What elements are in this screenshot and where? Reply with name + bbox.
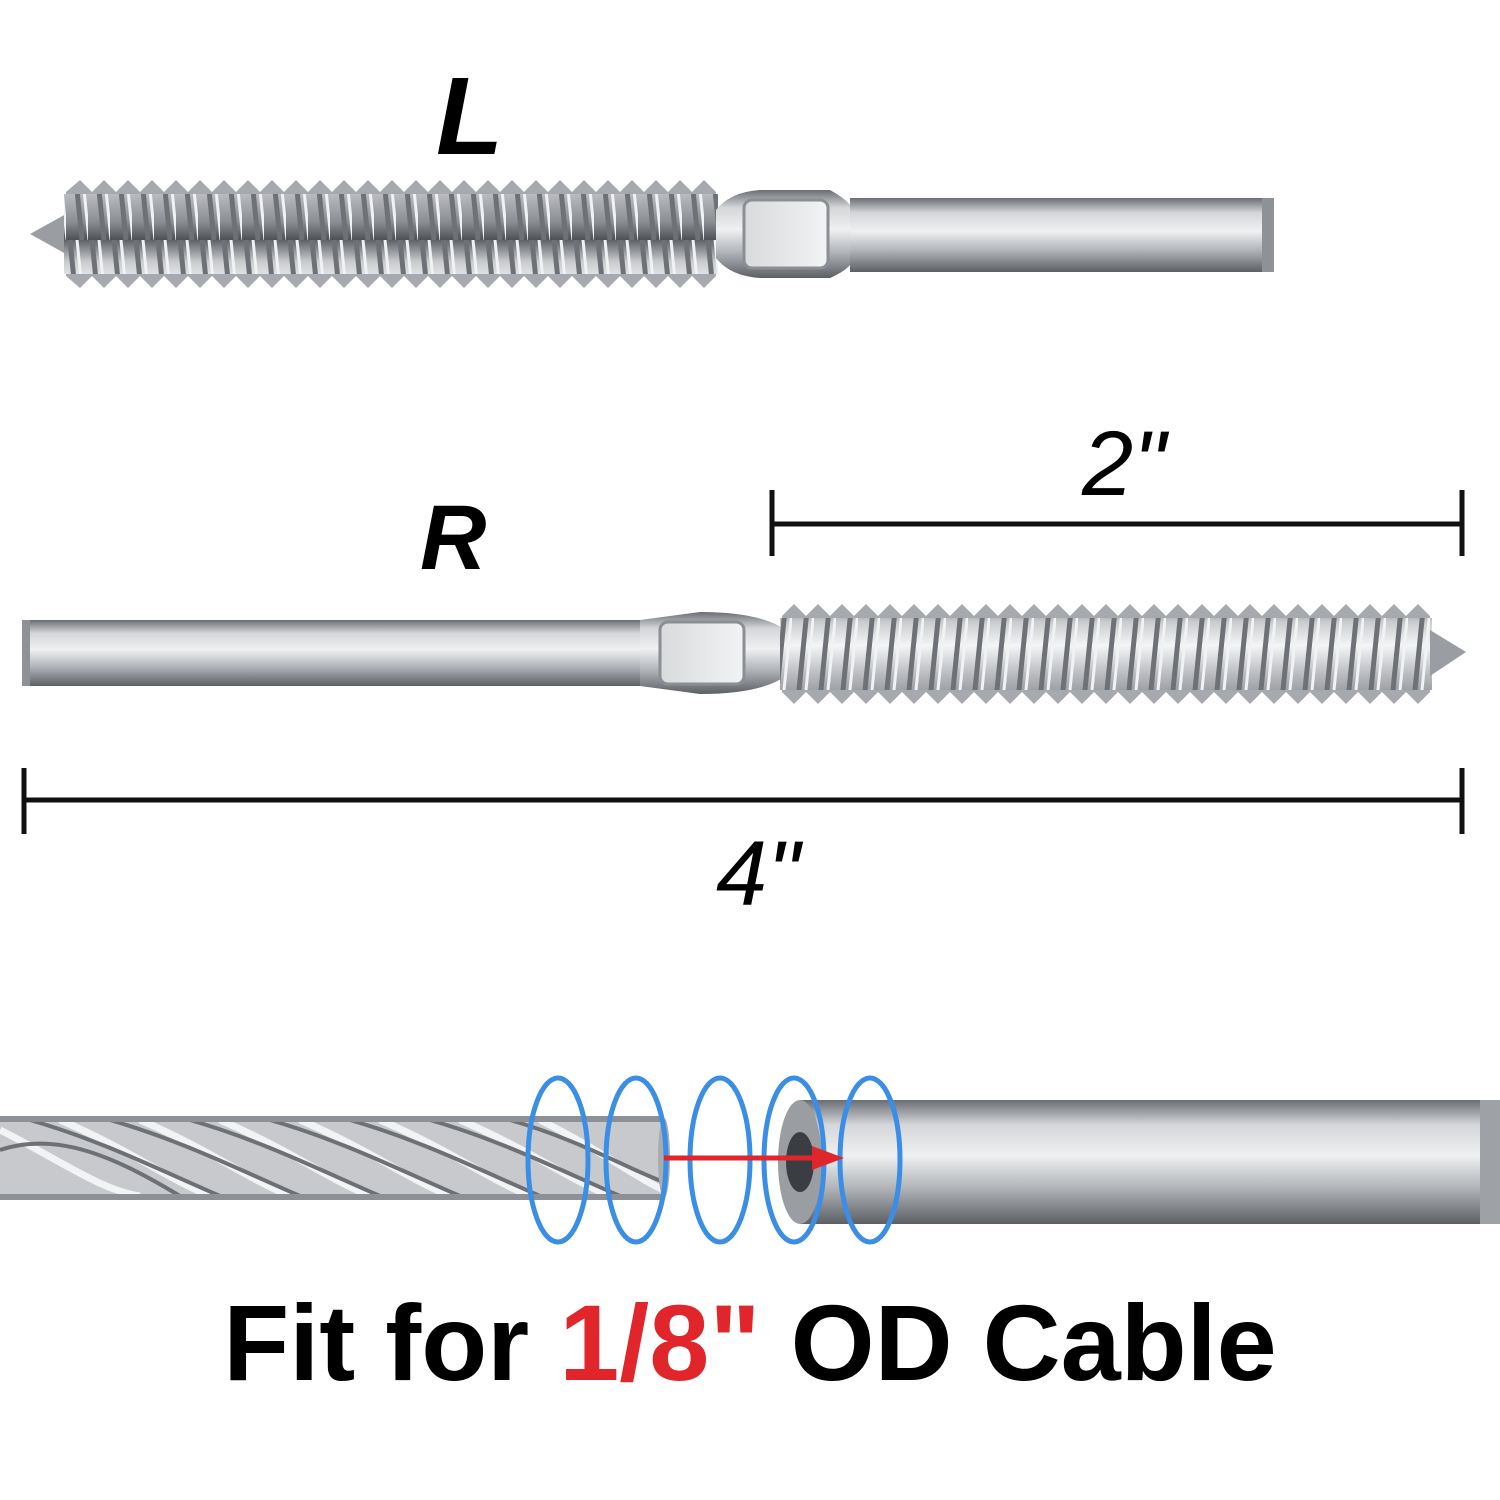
caption-prefix: Fit for: [223, 1282, 530, 1403]
left-thread-label: L: [436, 55, 504, 178]
caption-suffix: OD Cable: [790, 1282, 1277, 1403]
wire-cable: [0, 1116, 670, 1200]
fit-caption: Fit for 1/8" OD Cable: [0, 1280, 1500, 1405]
right-thread-label: R: [420, 487, 487, 589]
cable-hole: [786, 1132, 814, 1192]
dimension-2in: [769, 490, 1465, 556]
threaded-length-label: 2": [1082, 413, 1166, 515]
right-thread-fitting: [22, 604, 1466, 704]
barrel-end: [1262, 198, 1274, 272]
swage-terminal: [778, 1100, 1500, 1224]
screw-thread: [30, 180, 718, 288]
swage-barrel: [30, 620, 664, 686]
screw-thread: [780, 604, 1466, 704]
dimension-4in: [21, 768, 1465, 834]
overall-length-label: 4": [716, 823, 800, 925]
caption-highlight: 1/8": [559, 1282, 761, 1403]
left-thread-fitting: [30, 180, 1274, 288]
wrench-flat: [742, 198, 830, 270]
swage-barrel: [850, 198, 1270, 272]
insert-arrow: [664, 1146, 844, 1170]
wrench-flat: [658, 620, 746, 686]
